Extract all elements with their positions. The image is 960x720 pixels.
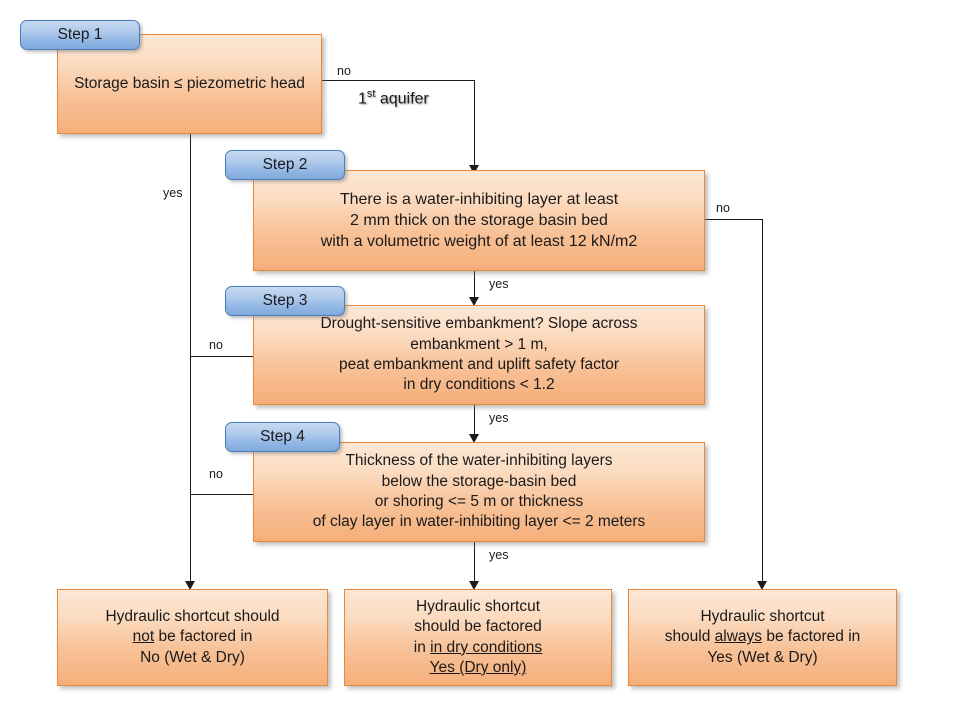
edge-label-step3-no: no — [209, 338, 223, 352]
step3-line-1: Drought-sensitive embankment? Slope acro… — [320, 315, 638, 333]
step2-text: There is a water-inhibiting layer at lea… — [254, 189, 704, 252]
edge-step3-yes-arrowhead — [469, 434, 479, 443]
edge-step1-no-vertical — [474, 80, 475, 170]
result-middle-line-2: should be factored — [414, 618, 542, 636]
edge-step2-yes-vertical — [474, 271, 475, 302]
result-left-box[interactable]: Hydraulic shortcut should not be factore… — [57, 589, 328, 686]
step1-pill-label: Step 1 — [57, 26, 103, 43]
edge-label-step4-yes: yes — [489, 548, 509, 562]
step3-pill-label: Step 3 — [262, 292, 308, 309]
result-left-line-1: Hydraulic shortcut should — [105, 607, 280, 625]
result-middle-line-3: in in dry conditions — [413, 638, 543, 656]
result-middle-box[interactable]: Hydraulic shortcut should be factored in… — [344, 589, 612, 686]
step3-line-2: embankment > 1 m, — [410, 335, 548, 353]
step4-line-4: of clay layer in water-inhibiting layer … — [312, 513, 646, 531]
edge-step4-yes-vertical — [474, 542, 475, 585]
edge-step2-no-vertical — [762, 219, 763, 585]
step2-box[interactable]: There is a water-inhibiting layer at lea… — [253, 170, 705, 271]
result-middle-emphasis-1: in dry conditions — [430, 638, 543, 656]
aquifer-ordinal-rest: aquifer — [375, 90, 429, 108]
step2-pill-label: Step 2 — [262, 156, 308, 173]
result-left-line-2: not be factored in — [132, 628, 253, 646]
step3-line-4: in dry conditions < 1.2 — [403, 376, 555, 394]
edge-step3-yes-vertical — [474, 405, 475, 439]
result-right-line-3: Yes (Wet & Dry) — [707, 648, 818, 666]
step4-box[interactable]: Thickness of the water-inhibiting layers… — [253, 442, 705, 542]
step4-line-3: or shoring <= 5 m or thickness — [374, 493, 584, 510]
edge-step1-no-horizontal — [322, 80, 475, 81]
result-left-line-3: No (Wet & Dry) — [140, 648, 245, 666]
edge-label-step2-no: no — [716, 201, 730, 215]
edge-label-step1-no: no — [337, 64, 351, 78]
result-right-line-2: should always be factored in — [664, 628, 861, 646]
result-right-emphasis: always — [714, 628, 763, 646]
step3-text: Drought-sensitive embankment? Slope acro… — [254, 314, 704, 396]
edge-step1-no-arrowhead — [469, 165, 479, 174]
result-middle-line-1: Hydraulic shortcut — [415, 597, 541, 615]
result-left-text: Hydraulic shortcut should not be factore… — [58, 607, 327, 668]
edge-label-step4-no: no — [209, 467, 223, 481]
step2-line-3: with a volumetric weight of at least 12 … — [320, 233, 638, 251]
result-middle-text: Hydraulic shortcut should be factored in… — [345, 597, 611, 679]
edge-label-step1-yes: yes — [163, 186, 183, 200]
result-left-emphasis: not — [132, 628, 155, 646]
result-right-line-1: Hydraulic shortcut — [700, 607, 825, 625]
edge-step4-no-horizontal — [190, 494, 254, 495]
result-right-text: Hydraulic shortcut should always be fact… — [629, 607, 896, 668]
edge-step1-yes-arrowhead — [185, 581, 195, 590]
result-right-box[interactable]: Hydraulic shortcut should always be fact… — [628, 589, 897, 686]
step2-line-2: 2 mm thick on the storage basin bed — [350, 211, 608, 229]
step4-pill[interactable]: Step 4 — [225, 422, 340, 452]
step1-pill[interactable]: Step 1 — [20, 20, 140, 50]
result-middle-emphasis-2: Yes (Dry only) — [429, 658, 527, 676]
edge-label-step3-yes: yes — [489, 411, 509, 425]
edge-step1-yes-vertical — [190, 133, 191, 585]
edge-step3-no-horizontal — [190, 356, 254, 357]
step3-box[interactable]: Drought-sensitive embankment? Slope acro… — [253, 305, 705, 405]
step1-line-1: Storage basin ≤ piezometric head — [74, 74, 305, 92]
step4-pill-label: Step 4 — [260, 428, 305, 445]
result-middle-line-4: Yes (Dry only) — [351, 658, 605, 678]
step4-line-1: Thickness of the water-inhibiting layers — [345, 452, 613, 470]
step1-box[interactable]: Storage basin ≤ piezometric head — [57, 34, 322, 134]
step4-text: Thickness of the water-inhibiting layers… — [254, 451, 704, 533]
step2-line-1: There is a water-inhibiting layer at lea… — [339, 190, 619, 208]
edge-label-step2-yes: yes — [489, 277, 509, 291]
step3-line-3: peat embankment and uplift safety factor — [338, 356, 620, 373]
edge-step2-no-arrowhead — [757, 581, 767, 590]
edge-step2-no-horizontal — [705, 219, 763, 220]
step2-pill[interactable]: Step 2 — [225, 150, 345, 180]
step4-line-2: below the storage-basin bed — [381, 472, 577, 490]
edge-step2-yes-arrowhead — [469, 297, 479, 306]
edge-label-step1-aquifer: 1st aquifer — [358, 88, 429, 108]
aquifer-ordinal-base: 1 — [358, 90, 367, 108]
edge-step4-yes-arrowhead — [469, 581, 479, 590]
step1-text: Storage basin ≤ piezometric head — [58, 74, 321, 94]
aquifer-ordinal-sup: st — [366, 88, 376, 100]
step3-pill[interactable]: Step 3 — [225, 286, 345, 316]
